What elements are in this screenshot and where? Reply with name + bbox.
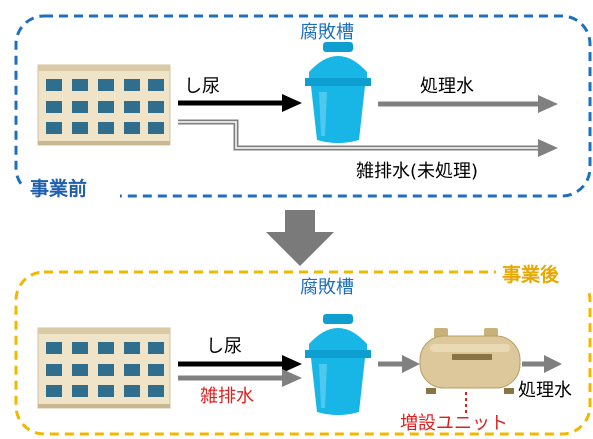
after-tank-title: 腐敗槽 [300, 277, 354, 298]
before-graywater-label: 雑排水(未処理) [356, 161, 478, 182]
before-corner-label-bg [24, 175, 120, 201]
tank-to-unit-arrow-head [402, 355, 420, 373]
transition-down-arrow [266, 210, 334, 266]
septic-tank-icon [305, 42, 371, 143]
additional-unit-icon [419, 328, 521, 394]
nightsoil-arrow-head [282, 94, 302, 112]
graywater-arrow-head-after [282, 369, 302, 387]
treated-water-arrow-head [538, 95, 558, 113]
before-nightsoil-label: し尿 [184, 76, 220, 97]
after-corner-label-bg [496, 260, 593, 288]
after-graywater-label: 雑排水 [200, 386, 254, 407]
before-tank-title: 腐敗槽 [300, 22, 354, 43]
apartment-building-icon [37, 64, 171, 146]
apartment-building-icon-after [37, 327, 171, 409]
after-nightsoil-label: し尿 [206, 336, 242, 357]
after-treated-label: 処理水 [518, 380, 572, 401]
before-frame [14, 14, 592, 198]
after-frame [14, 270, 592, 436]
unit-output-arrow-head [544, 355, 562, 373]
after-corner-label: 事業後 [502, 263, 560, 286]
nightsoil-arrow-head-after [282, 355, 302, 373]
after-unit-label: 増設ユニット [400, 413, 508, 434]
before-corner-label: 事業前 [30, 177, 87, 200]
before-treated-label: 処理水 [420, 76, 474, 97]
septic-tank-icon-after [305, 314, 371, 415]
graywater-bypass-arrow-head [538, 139, 558, 157]
